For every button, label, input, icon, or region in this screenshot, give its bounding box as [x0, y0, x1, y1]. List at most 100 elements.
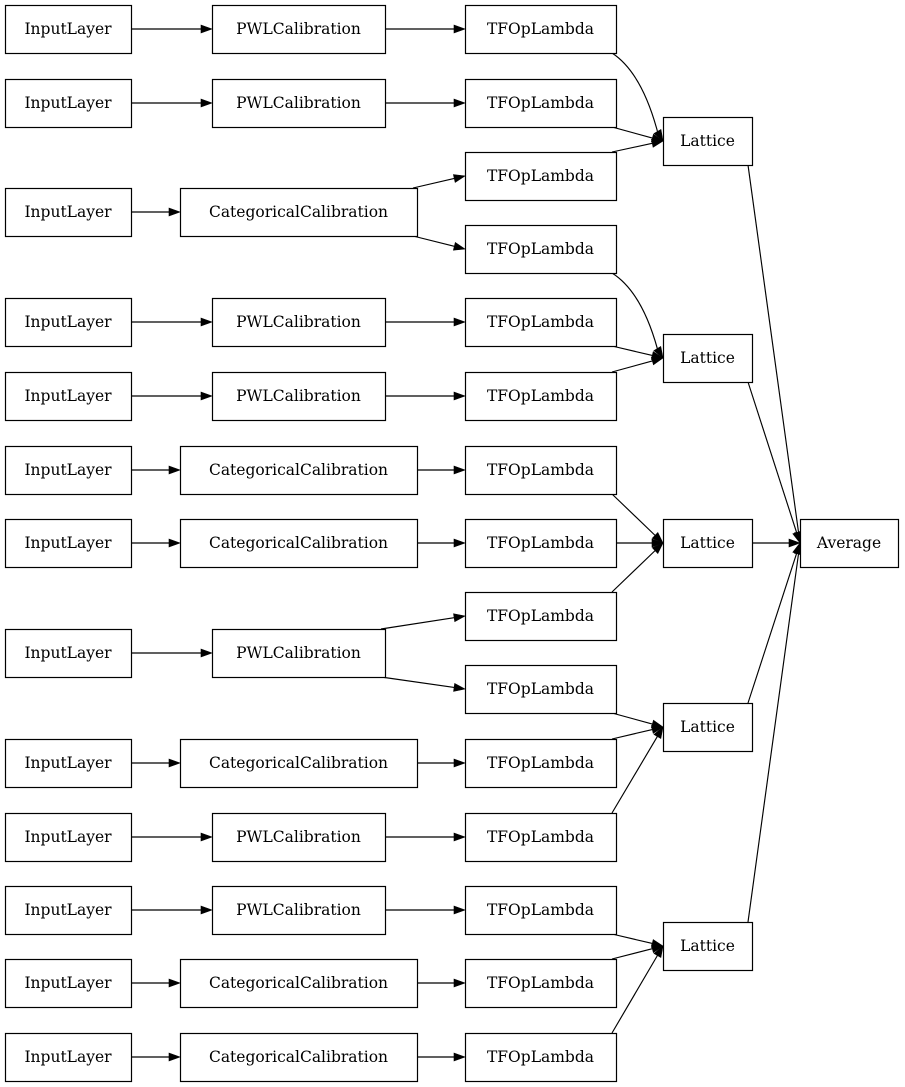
node-tfoplambda-lam4[interactable]: TFOpLambda [464, 297, 618, 348]
node-box[interactable] [464, 151, 618, 202]
node-box[interactable] [4, 445, 133, 496]
node-inputlayer-in6[interactable]: InputLayer [4, 518, 133, 569]
node-tfoplambda-lam1[interactable]: TFOpLambda [464, 78, 618, 129]
edge-lam10-to-lat3 [611, 725, 664, 740]
node-inputlayer-in1[interactable]: InputLayer [4, 78, 133, 129]
node-inputlayer-in7[interactable]: InputLayer [4, 628, 133, 679]
node-box[interactable] [464, 78, 618, 129]
node-box[interactable] [211, 812, 387, 863]
node-categoricalcalibration-cal5[interactable]: CategoricalCalibration [179, 445, 419, 496]
node-lattice-lat1[interactable]: Lattice [662, 333, 754, 384]
node-box[interactable] [4, 738, 133, 789]
node-tfoplambda-lam11[interactable]: TFOpLambda [464, 812, 618, 863]
node-box[interactable] [179, 1032, 419, 1083]
node-pwlcalibration-cal4[interactable]: PWLCalibration [211, 371, 387, 422]
node-box[interactable] [211, 78, 387, 129]
node-box[interactable] [464, 958, 618, 1009]
node-label: TFOpLambda [487, 461, 594, 479]
node-box[interactable] [179, 445, 419, 496]
edge-cal9-to-lam11 [385, 832, 466, 842]
node-lattice-lat0[interactable]: Lattice [662, 116, 754, 167]
node-box[interactable] [4, 812, 133, 863]
node-inputlayer-in11[interactable]: InputLayer [4, 958, 133, 1009]
node-box[interactable] [211, 4, 387, 55]
node-categoricalcalibration-cal2[interactable]: CategoricalCalibration [179, 187, 419, 238]
node-categoricalcalibration-cal8[interactable]: CategoricalCalibration [179, 738, 419, 789]
node-tfoplambda-lam6[interactable]: TFOpLambda [464, 445, 618, 496]
node-box[interactable] [662, 333, 754, 384]
node-average-avg[interactable]: Average [799, 518, 900, 569]
node-pwlcalibration-cal7[interactable]: PWLCalibration [211, 628, 387, 679]
node-tfoplambda-lam2[interactable]: TFOpLambda [464, 151, 618, 202]
node-box[interactable] [464, 664, 618, 715]
node-box[interactable] [211, 885, 387, 936]
node-box[interactable] [464, 4, 618, 55]
node-box[interactable] [4, 371, 133, 422]
node-box[interactable] [464, 812, 618, 863]
node-inputlayer-in10[interactable]: InputLayer [4, 885, 133, 936]
node-pwlcalibration-cal10[interactable]: PWLCalibration [211, 885, 387, 936]
node-pwlcalibration-cal1[interactable]: PWLCalibration [211, 78, 387, 129]
node-box[interactable] [662, 518, 754, 569]
node-box[interactable] [464, 371, 618, 422]
node-tfoplambda-lam9[interactable]: TFOpLambda [464, 664, 618, 715]
edge-in8-to-cal8 [131, 758, 181, 768]
node-box[interactable] [211, 628, 387, 679]
node-box[interactable] [464, 591, 618, 642]
node-box[interactable] [4, 1032, 133, 1083]
node-box[interactable] [4, 958, 133, 1009]
node-box[interactable] [662, 702, 754, 753]
node-inputlayer-in12[interactable]: InputLayer [4, 1032, 133, 1083]
node-inputlayer-in8[interactable]: InputLayer [4, 738, 133, 789]
node-box[interactable] [464, 885, 618, 936]
node-box[interactable] [662, 921, 754, 972]
node-box[interactable] [4, 628, 133, 679]
node-tfoplambda-lam8[interactable]: TFOpLambda [464, 591, 618, 642]
node-box[interactable] [211, 371, 387, 422]
node-box[interactable] [464, 297, 618, 348]
node-box[interactable] [464, 224, 618, 275]
node-lattice-lat2[interactable]: Lattice [662, 518, 754, 569]
node-tfoplambda-lam12[interactable]: TFOpLambda [464, 885, 618, 936]
node-box[interactable] [464, 738, 618, 789]
node-tfoplambda-lam3[interactable]: TFOpLambda [464, 224, 618, 275]
node-inputlayer-in3[interactable]: InputLayer [4, 297, 133, 348]
node-lattice-lat3[interactable]: Lattice [662, 702, 754, 753]
node-pwlcalibration-cal3[interactable]: PWLCalibration [211, 297, 387, 348]
node-box[interactable] [179, 958, 419, 1009]
node-inputlayer-in4[interactable]: InputLayer [4, 371, 133, 422]
node-categoricalcalibration-cal6[interactable]: CategoricalCalibration [179, 518, 419, 569]
node-box[interactable] [464, 518, 618, 569]
node-box[interactable] [4, 187, 133, 238]
node-tfoplambda-lam0[interactable]: TFOpLambda [464, 4, 618, 55]
node-pwlcalibration-cal9[interactable]: PWLCalibration [211, 812, 387, 863]
node-tfoplambda-lam7[interactable]: TFOpLambda [464, 518, 618, 569]
node-box[interactable] [4, 297, 133, 348]
node-box[interactable] [464, 445, 618, 496]
node-tfoplambda-lam5[interactable]: TFOpLambda [464, 371, 618, 422]
node-box[interactable] [662, 116, 754, 167]
node-inputlayer-in2[interactable]: InputLayer [4, 187, 133, 238]
node-tfoplambda-lam10[interactable]: TFOpLambda [464, 738, 618, 789]
node-box[interactable] [211, 297, 387, 348]
node-pwlcalibration-cal0[interactable]: PWLCalibration [211, 4, 387, 55]
node-categoricalcalibration-cal11[interactable]: CategoricalCalibration [179, 958, 419, 1009]
node-inputlayer-in5[interactable]: InputLayer [4, 445, 133, 496]
node-inputlayer-in9[interactable]: InputLayer [4, 812, 133, 863]
node-box[interactable] [179, 738, 419, 789]
node-inputlayer-in0[interactable]: InputLayer [4, 4, 133, 55]
node-tfoplambda-lam14[interactable]: TFOpLambda [464, 1032, 618, 1083]
node-box[interactable] [4, 4, 133, 55]
node-box[interactable] [464, 1032, 618, 1083]
node-box[interactable] [4, 885, 133, 936]
node-box[interactable] [799, 518, 900, 569]
edge-lam9-to-lat3 [611, 712, 664, 729]
node-box[interactable] [4, 518, 133, 569]
node-tfoplambda-lam13[interactable]: TFOpLambda [464, 958, 618, 1009]
node-box[interactable] [4, 78, 133, 129]
edge-cal8-to-lam10 [417, 758, 466, 768]
node-box[interactable] [179, 187, 419, 238]
node-lattice-lat4[interactable]: Lattice [662, 921, 754, 972]
node-categoricalcalibration-cal12[interactable]: CategoricalCalibration [179, 1032, 419, 1083]
node-box[interactable] [179, 518, 419, 569]
